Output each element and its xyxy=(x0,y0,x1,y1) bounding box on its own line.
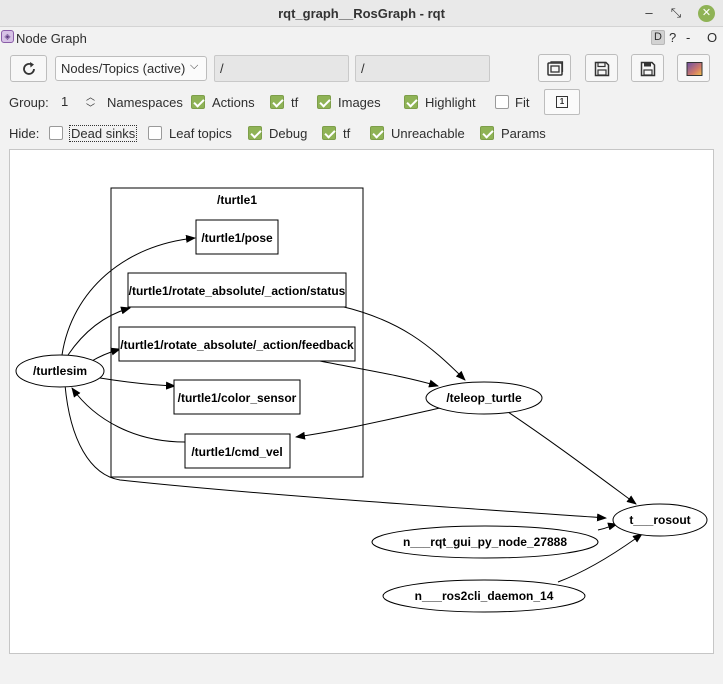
node-rosout[interactable]: t___rosout xyxy=(612,503,708,537)
fit-checkbox[interactable] xyxy=(495,95,509,109)
fit-in-view-button[interactable]: 1 xyxy=(544,89,580,115)
unreachable-label: Unreachable xyxy=(391,126,465,141)
plugin-minimize-button[interactable]: - xyxy=(686,30,691,45)
node-filter-input[interactable]: / xyxy=(214,55,349,82)
save-image-button[interactable] xyxy=(677,54,710,82)
leaf-topics-checkbox[interactable] xyxy=(148,126,162,140)
topic-feedback[interactable]: /turtle1/rotate_absolute/_action/feedbac… xyxy=(118,326,356,362)
unreachable-checkbox[interactable] xyxy=(370,126,384,140)
leaf-topics-label: Leaf topics xyxy=(169,126,232,141)
images-checkbox[interactable] xyxy=(317,95,331,109)
load-dot-button[interactable] xyxy=(538,54,571,82)
edge-teleop-rosout xyxy=(504,409,637,505)
topic-pose-label: /turtle1/pose xyxy=(201,231,273,245)
plugin-close-button[interactable]: O xyxy=(707,30,718,45)
topic-pose[interactable]: /turtle1/pose xyxy=(195,219,279,255)
debug-checkbox[interactable] xyxy=(248,126,262,140)
maximize-button[interactable]: ⤡ xyxy=(670,5,682,20)
turtle1-cluster[interactable] xyxy=(110,187,364,478)
node-rosout-label: t___rosout xyxy=(629,513,690,527)
topic-color-sensor[interactable]: /turtle1/color_sensor xyxy=(173,379,301,415)
spin-down-icon[interactable]: ﹀ xyxy=(86,103,96,113)
namespaces-label: Namespaces xyxy=(107,95,183,110)
edge-turtlesim-rosout xyxy=(64,384,607,522)
actions-label: Actions xyxy=(212,95,255,110)
node-graph-plugin-icon: ◈ xyxy=(1,30,14,43)
node-ros2cli[interactable]: n___ros2cli_daemon_14 xyxy=(382,579,586,613)
fit-in-view-icon: 1 xyxy=(556,96,568,108)
spin-up-icon[interactable]: ︿ xyxy=(86,92,96,102)
save-dot-button[interactable] xyxy=(585,54,618,82)
group-spinbox[interactable]: 1 ︿ ﹀ xyxy=(56,90,100,114)
edge-turtlesim-pose xyxy=(61,234,196,356)
edge-ros2cli-rosout xyxy=(557,533,643,583)
edge-status-teleop xyxy=(339,305,466,381)
fit-label: Fit xyxy=(515,95,530,110)
edge-rqtgui-rosout xyxy=(597,522,618,531)
params-checkbox[interactable] xyxy=(480,126,494,140)
ros-graph[interactable]: /turtle1 /turtle1/pose xyxy=(10,150,713,653)
images-label: Images xyxy=(338,95,381,110)
edge-turtlesim-color-sensor xyxy=(99,377,176,390)
highlight-label: Highlight xyxy=(425,95,476,110)
title-bar: rqt_graph__RosGraph - rqt – ⤡ ✕ xyxy=(0,0,723,27)
node-rqt-gui[interactable]: n___rqt_gui_py_node_27888 xyxy=(371,525,599,559)
topic-filter-input[interactable]: / xyxy=(355,55,490,82)
tf-group-label: tf xyxy=(291,95,299,110)
topic-cmd-vel[interactable]: /turtle1/cmd_vel xyxy=(184,433,291,469)
tf-hide-checkbox[interactable] xyxy=(322,126,336,140)
tf-hide-label: tf xyxy=(343,126,351,141)
minimize-button[interactable]: – xyxy=(645,5,653,20)
graph-mode-select[interactable]: Nodes/Topics (active) ⌵ xyxy=(55,56,207,81)
tf-group-checkbox[interactable] xyxy=(270,95,284,109)
dock-toggle-button[interactable]: D xyxy=(651,30,665,45)
edge-turtlesim-status xyxy=(67,306,131,356)
chevron-down-icon: ⌵ xyxy=(190,60,199,72)
topic-feedback-label: /turtle1/rotate_absolute/_action/feedbac… xyxy=(120,338,354,352)
plugin-title: Node Graph xyxy=(16,31,87,46)
node-teleop-turtle-label: /teleop_turtle xyxy=(446,391,522,405)
dead-sinks-label: Dead sinks xyxy=(69,125,138,142)
refresh-icon xyxy=(23,62,35,75)
graph-mode-value: Nodes/Topics (active) xyxy=(61,61,186,76)
edge-cmdvel-turtlesim xyxy=(71,387,186,443)
node-turtlesim-label: /turtlesim xyxy=(33,364,87,378)
node-filter-value: / xyxy=(220,61,224,76)
topic-status-label: /turtle1/rotate_absolute/_action/status xyxy=(129,284,346,298)
highlight-checkbox[interactable] xyxy=(404,95,418,109)
refresh-button[interactable] xyxy=(10,55,47,82)
close-button[interactable]: ✕ xyxy=(698,5,715,22)
node-teleop-turtle[interactable]: /teleop_turtle xyxy=(425,381,543,415)
group-value: 1 xyxy=(61,94,69,109)
cluster-label: /turtle1 xyxy=(217,193,257,207)
save-svg-button[interactable] xyxy=(631,54,664,82)
node-turtlesim[interactable]: /turtlesim xyxy=(15,354,105,388)
group-label: Group: xyxy=(9,95,49,110)
topic-cmd-vel-label: /turtle1/cmd_vel xyxy=(191,445,282,459)
params-label: Params xyxy=(501,126,546,141)
node-rqt-gui-label: n___rqt_gui_py_node_27888 xyxy=(403,535,567,549)
topic-filter-value: / xyxy=(361,61,365,76)
help-button[interactable]: ? xyxy=(669,30,677,45)
topic-status[interactable]: /turtle1/rotate_absolute/_action/status xyxy=(127,272,347,308)
edge-turtlesim-feedback xyxy=(89,347,121,363)
save-icon xyxy=(594,61,610,77)
edge-teleop-cmdvel xyxy=(295,407,441,440)
window-title: rqt_graph__RosGraph - rqt xyxy=(278,6,445,21)
hide-label: Hide: xyxy=(9,126,40,141)
actions-checkbox[interactable] xyxy=(191,95,205,109)
graph-canvas[interactable]: /turtle1 /turtle1/pose xyxy=(9,149,714,654)
image-icon xyxy=(686,62,703,76)
node-ros2cli-label: n___ros2cli_daemon_14 xyxy=(415,589,554,603)
save-as-icon xyxy=(640,61,656,77)
plugin-header: ◈ Node Graph D ? - O xyxy=(0,27,723,50)
dead-sinks-checkbox[interactable] xyxy=(49,126,63,140)
edge-feedback-teleop xyxy=(319,360,439,388)
debug-label: Debug xyxy=(269,126,308,141)
topic-color-sensor-label: /turtle1/color_sensor xyxy=(178,391,297,405)
load-file-icon xyxy=(547,61,564,76)
